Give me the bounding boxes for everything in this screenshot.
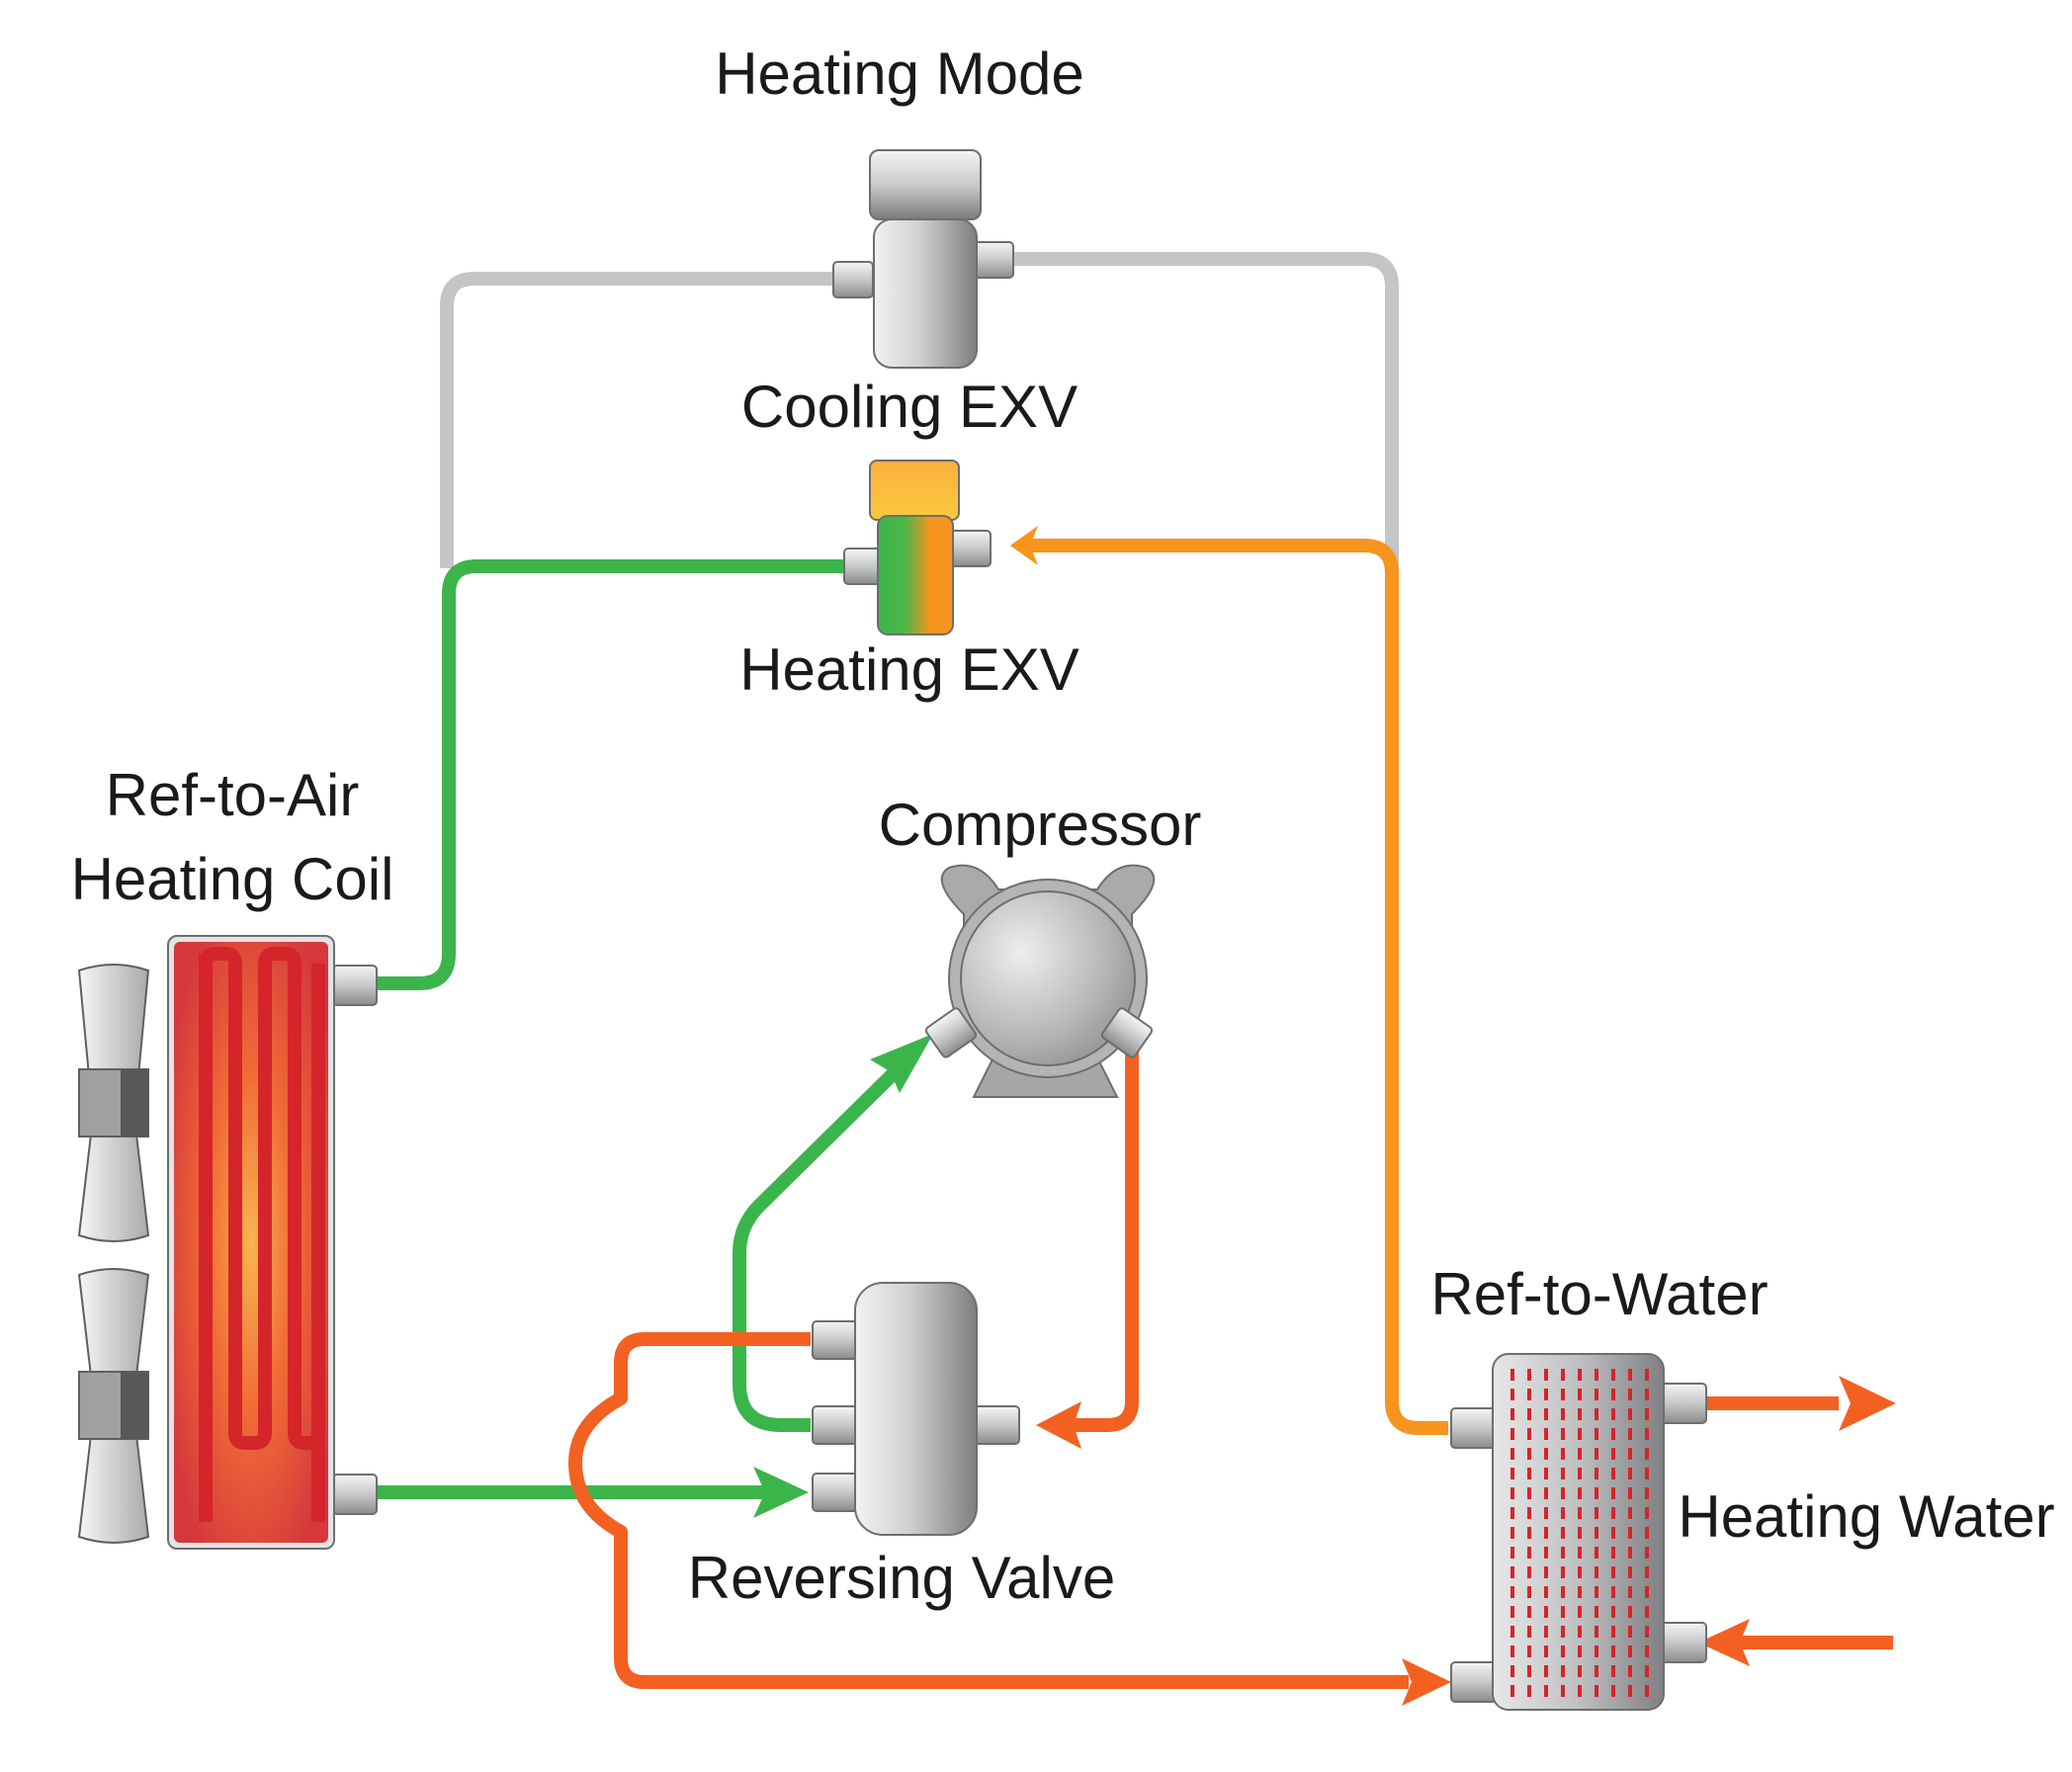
discharge-arrow <box>1036 1401 1081 1449</box>
inactive-line-left <box>440 272 848 568</box>
fan-bottom <box>77 1268 150 1544</box>
water-out-arrow <box>1839 1376 1896 1431</box>
heating-water-label: Heating Water <box>1678 1483 2054 1550</box>
suction-arrow <box>753 1467 809 1518</box>
hot-gas-arrow <box>1402 1658 1451 1706</box>
cooling-exv-label: Cooling EXV <box>741 374 1078 440</box>
cooling-exv <box>832 149 1014 369</box>
reversing-valve-label: Reversing Valve <box>688 1545 1115 1611</box>
heating-exv <box>843 460 992 635</box>
compressor <box>924 864 1156 1098</box>
liquid-arrow <box>1010 526 1038 565</box>
inactive-line-right <box>1003 252 1399 692</box>
coil-label-line1: Ref-to-Air <box>106 762 360 828</box>
fan-top <box>77 964 150 1242</box>
ref-to-water-hx <box>1450 1353 1707 1711</box>
discharge-line <box>1063 1038 1139 1432</box>
suction-line-compressor <box>733 1067 900 1432</box>
hot-gas-line <box>568 1332 1409 1689</box>
water-in-arrow <box>1698 1619 1750 1666</box>
coil-label-line2: Heating Coil <box>71 846 394 912</box>
compressor-label: Compressor <box>879 792 1202 858</box>
coil-tube <box>199 947 325 1522</box>
heating-exv-label: Heating EXV <box>739 636 1079 703</box>
hx-label: Ref-to-Water <box>1430 1261 1768 1327</box>
suction-line-top <box>371 559 848 990</box>
compressor-inlet-arrow <box>870 1034 933 1093</box>
title-label: Heating Mode <box>715 41 1084 107</box>
reversing-valve <box>812 1282 1020 1536</box>
heating-coil <box>167 935 378 1550</box>
flow-arrows <box>753 526 1896 1706</box>
liquid-line <box>1028 539 1448 1435</box>
